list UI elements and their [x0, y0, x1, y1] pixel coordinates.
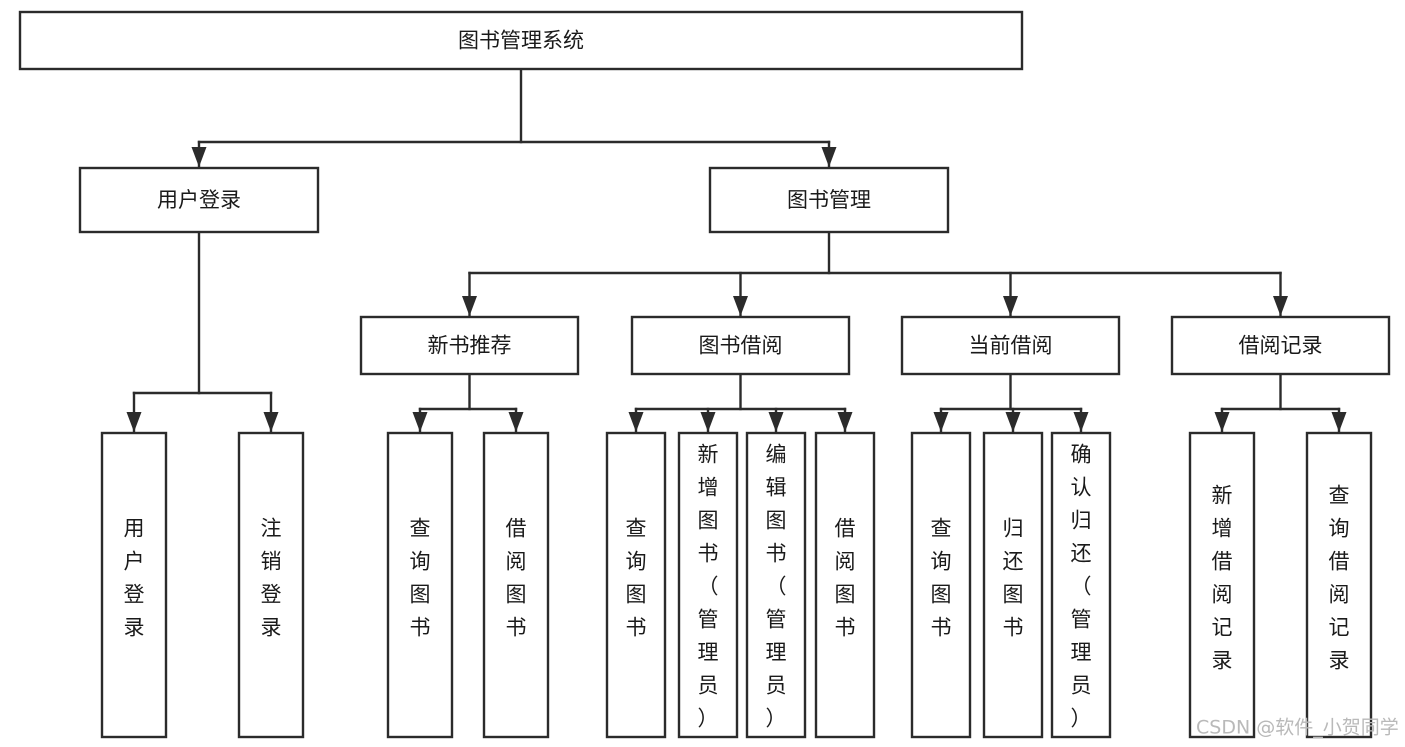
- node-leaf-edit-book-label: 编辑图书（管理员）: [766, 443, 787, 731]
- node-leaf-user-logout[interactable]: 注销登录: [237, 431, 305, 739]
- node-new-book-recommend-rect[interactable]: [359, 315, 580, 376]
- node-user-login-rect[interactable]: [78, 166, 320, 234]
- node-leaf-query-book-3-rect[interactable]: [910, 431, 972, 739]
- node-leaf-query-record-label: 查询借阅记录: [1329, 484, 1350, 673]
- node-book-manage-label: 图书管理: [787, 188, 871, 212]
- node-leaf-borrow-book-2-label: 借阅图书: [835, 517, 856, 640]
- root-to-level1-arrow-0: [191, 147, 207, 167]
- borrow-to-leaves-arrow-3: [837, 412, 853, 432]
- watermark-label: CSDN @软件_小贺同学: [1196, 717, 1399, 739]
- node-leaf-add-record-label: 新增借阅记录: [1212, 484, 1233, 673]
- borrow-to-leaves-arrow-0: [628, 412, 644, 432]
- node-root-rect[interactable]: [18, 10, 1024, 71]
- node-leaf-user-login-rect[interactable]: [100, 431, 168, 739]
- node-leaf-add-book-label: 新增图书（管理员）: [698, 443, 719, 731]
- node-leaf-confirm-return-label: 确认归还（管理员）: [1071, 443, 1092, 731]
- record-to-leaves-arrow-0: [1214, 412, 1230, 432]
- node-user-login-label: 用户登录: [157, 188, 241, 212]
- node-leaf-add-book-rect[interactable]: [677, 431, 739, 739]
- book-manage-to-level2-arrow-2: [1003, 296, 1018, 316]
- node-leaf-user-login-label: 用户登录: [124, 517, 145, 640]
- node-leaf-query-book-3-label: 查询图书: [931, 517, 952, 640]
- node-leaf-query-book-2[interactable]: 查询图书: [605, 431, 667, 739]
- node-book-borrow-label: 图书借阅: [699, 334, 783, 358]
- node-root[interactable]: 图书管理系统: [18, 10, 1024, 71]
- node-leaf-query-book-1-rect[interactable]: [386, 431, 454, 739]
- current-to-leaves-arrow-2: [1073, 412, 1089, 432]
- node-borrow-record-rect[interactable]: [1170, 315, 1391, 376]
- node-book-manage-rect[interactable]: [708, 166, 950, 234]
- nodes-layer: 图书管理系统用户登录图书管理新书推荐图书借阅当前借阅借阅记录用户登录注销登录查询…: [18, 10, 1391, 739]
- node-leaf-borrow-book-1-label: 借阅图书: [506, 517, 527, 640]
- node-leaf-user-login[interactable]: 用户登录: [100, 431, 168, 739]
- current-to-leaves-arrow-0: [933, 412, 949, 432]
- node-leaf-query-book-2-rect[interactable]: [605, 431, 667, 739]
- node-leaf-confirm-return-rect[interactable]: [1050, 431, 1112, 739]
- node-book-borrow-rect[interactable]: [630, 315, 851, 376]
- node-leaf-user-logout-rect[interactable]: [237, 431, 305, 739]
- root-to-level1-arrow-1: [821, 147, 837, 167]
- node-root-label: 图书管理系统: [458, 29, 584, 53]
- node-leaf-return-book-label: 归还图书: [1003, 517, 1024, 640]
- node-leaf-query-book-1[interactable]: 查询图书: [386, 431, 454, 739]
- node-leaf-query-record[interactable]: 查询借阅记录: [1305, 431, 1373, 739]
- book-manage-to-level2-arrow-0: [462, 296, 477, 316]
- node-leaf-return-book[interactable]: 归还图书: [982, 431, 1044, 739]
- node-leaf-add-book[interactable]: 新增图书（管理员）: [677, 431, 739, 739]
- node-book-borrow[interactable]: 图书借阅: [630, 315, 851, 376]
- node-current-borrow-label: 当前借阅: [969, 334, 1053, 358]
- current-to-leaves-arrow-1: [1005, 412, 1021, 432]
- edges-layer: [126, 67, 1347, 434]
- borrow-to-leaves-arrow-1: [700, 412, 716, 432]
- node-new-book-recommend[interactable]: 新书推荐: [359, 315, 580, 376]
- node-leaf-edit-book[interactable]: 编辑图书（管理员）: [745, 431, 807, 739]
- node-leaf-query-record-rect[interactable]: [1305, 431, 1373, 739]
- node-leaf-borrow-book-1[interactable]: 借阅图书: [482, 431, 550, 739]
- node-current-borrow[interactable]: 当前借阅: [900, 315, 1121, 376]
- node-leaf-add-record[interactable]: 新增借阅记录: [1188, 431, 1256, 739]
- node-borrow-record[interactable]: 借阅记录: [1170, 315, 1391, 376]
- node-leaf-borrow-book-2-rect[interactable]: [814, 431, 876, 739]
- book-manage-to-level2-arrow-3: [1273, 296, 1288, 316]
- node-book-manage[interactable]: 图书管理: [708, 166, 950, 234]
- node-leaf-user-logout-label: 注销登录: [261, 517, 282, 640]
- user-login-to-leaves-arrow-0: [126, 412, 142, 432]
- recommend-to-leaves-arrow-0: [412, 412, 428, 432]
- node-user-login[interactable]: 用户登录: [78, 166, 320, 234]
- node-leaf-query-book-1-label: 查询图书: [410, 517, 431, 640]
- book-manage-to-level2-arrow-1: [733, 296, 748, 316]
- record-to-leaves-arrow-1: [1331, 412, 1347, 432]
- node-current-borrow-rect[interactable]: [900, 315, 1121, 376]
- node-leaf-confirm-return[interactable]: 确认归还（管理员）: [1050, 431, 1112, 739]
- recommend-to-leaves-arrow-1: [508, 412, 524, 432]
- node-new-book-recommend-label: 新书推荐: [428, 334, 512, 358]
- node-leaf-return-book-rect[interactable]: [982, 431, 1044, 739]
- node-leaf-borrow-book-2[interactable]: 借阅图书: [814, 431, 876, 739]
- node-leaf-query-book-3[interactable]: 查询图书: [910, 431, 972, 739]
- node-leaf-edit-book-rect[interactable]: [745, 431, 807, 739]
- node-leaf-add-record-rect[interactable]: [1188, 431, 1256, 739]
- user-login-to-leaves-arrow-1: [263, 412, 279, 432]
- node-leaf-query-book-2-label: 查询图书: [626, 517, 647, 640]
- node-leaf-borrow-book-1-rect[interactable]: [482, 431, 550, 739]
- node-borrow-record-label: 借阅记录: [1239, 334, 1323, 358]
- borrow-to-leaves-arrow-2: [768, 412, 784, 432]
